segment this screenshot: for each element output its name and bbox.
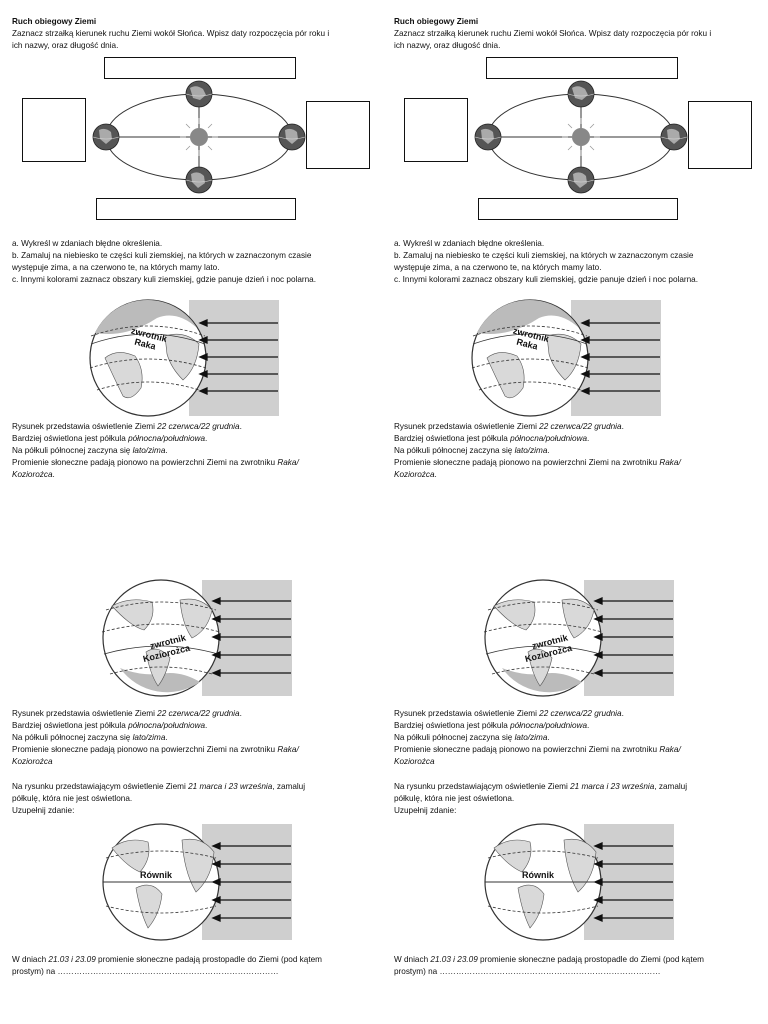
worksheet-copy-right: Ruch obiegowy Ziemi Zaznacz strzałką kie… <box>394 0 764 1024</box>
answer-box-left[interactable] <box>404 98 468 162</box>
earth-top-icon <box>185 80 213 108</box>
worksheet-title: Ruch obiegowy Ziemi <box>394 17 479 26</box>
fig3-line-2: półkulę, która nie jest oświetlona. <box>12 794 133 803</box>
orbit-diagram <box>92 80 306 194</box>
fig1-line-4: Promienie słoneczne padają pionowo na po… <box>12 458 299 467</box>
final-line-2[interactable]: prostym) na ……………………………………………………………………… <box>394 967 661 976</box>
fig2-line-3: Na półkuli północnej zaczyna się lato/zi… <box>394 733 550 742</box>
fig1-line-2: Bardziej oświetlona jest półkula północn… <box>394 434 590 443</box>
task-c: c. Innymi kolorami zaznacz obszary kuli … <box>394 275 698 284</box>
fig2-line-4: Promienie słoneczne padają pionowo na po… <box>12 745 299 754</box>
answer-box-top[interactable] <box>486 57 678 79</box>
answer-box-right[interactable] <box>688 101 752 169</box>
earth-left-icon <box>92 123 120 151</box>
fig1-line-2: Bardziej oświetlona jest półkula północn… <box>12 434 208 443</box>
fig1-line-1: Rysunek przedstawia oświetlenie Ziemi 22… <box>12 422 242 431</box>
earth-right-icon <box>660 123 688 151</box>
fig2-line-5: Koziorożca <box>12 757 53 766</box>
task-b-line-2: występuje zima, a na czerwono te, na któ… <box>394 263 602 272</box>
fig3-line-1: Na rysunku przedstawiającym oświetlenie … <box>394 782 688 791</box>
fig2-line-1: Rysunek przedstawia oświetlenie Ziemi 22… <box>394 709 624 718</box>
fig1-line-3: Na półkuli północnej zaczyna się lato/zi… <box>12 446 168 455</box>
fig1-line-5: Koziorożca. <box>394 470 437 479</box>
fig1-line-1: Rysunek przedstawia oświetlenie Ziemi 22… <box>394 422 624 431</box>
task-a: a. Wykreśl w zdaniach błędne określenia. <box>12 239 163 248</box>
instruction-line-1: Zaznacz strzałką kierunek ruchu Ziemi wo… <box>394 29 712 38</box>
task-a: a. Wykreśl w zdaniach błędne określenia. <box>394 239 545 248</box>
globe-tropic-capricorn: zwrotnik Koziorożca <box>101 579 292 697</box>
task-b-line-2: występuje zima, a na czerwono te, na któ… <box>12 263 220 272</box>
globe-tropic-cancer: zwrotnik Raka <box>471 299 661 417</box>
fig2-line-2: Bardziej oświetlona jest półkula północn… <box>394 721 590 730</box>
final-line-2[interactable]: prostym) na ……………………………………………………………………… <box>12 967 279 976</box>
earth-top-icon <box>567 80 595 108</box>
answer-box-top[interactable] <box>104 57 296 79</box>
fig2-line-3: Na półkuli północnej zaczyna się lato/zi… <box>12 733 168 742</box>
answer-box-bottom[interactable] <box>96 198 296 220</box>
fig2-line-1: Rysunek przedstawia oświetlenie Ziemi 22… <box>12 709 242 718</box>
sun-icon <box>180 118 218 156</box>
answer-box-bottom[interactable] <box>478 198 678 220</box>
fig3-line-1: Na rysunku przedstawiającym oświetlenie … <box>12 782 306 791</box>
fig1-line-4: Promienie słoneczne padają pionowo na po… <box>394 458 681 467</box>
worksheet-title: Ruch obiegowy Ziemi <box>12 17 97 26</box>
fig2-line-5: Koziorożca <box>394 757 435 766</box>
globe-equator: Równik <box>484 823 674 941</box>
final-line-1: W dniach 21.03 i 23.09 promienie słonecz… <box>394 955 704 964</box>
fig2-line-4: Promienie słoneczne padają pionowo na po… <box>394 745 681 754</box>
fig1-line-5: Koziorożca. <box>12 470 55 479</box>
fig3-line-3: Uzupełnij zdanie: <box>394 806 457 815</box>
earth-right-icon <box>278 123 306 151</box>
answer-box-right[interactable] <box>306 101 370 169</box>
answer-box-left[interactable] <box>22 98 86 162</box>
task-c: c. Innymi kolorami zaznacz obszary kuli … <box>12 275 316 284</box>
instruction-line-2: ich nazwy, oraz długość dnia. <box>394 41 501 50</box>
instruction-line-2: ich nazwy, oraz długość dnia. <box>12 41 119 50</box>
fig1-line-3: Na półkuli północnej zaczyna się lato/zi… <box>394 446 550 455</box>
fig3-line-2: półkulę, która nie jest oświetlona. <box>394 794 515 803</box>
fig2-line-2: Bardziej oświetlona jest półkula północn… <box>12 721 208 730</box>
worksheet-copy-left: Ruch obiegowy Ziemi Zaznacz strzałką kie… <box>12 0 382 1024</box>
task-b-line-1: b. Zamaluj na niebiesko te części kuli z… <box>12 251 312 260</box>
earth-bottom-icon <box>185 166 213 194</box>
globe-tropic-cancer: zwrotnik Raka <box>89 299 279 417</box>
final-line-1: W dniach 21.03 i 23.09 promienie słonecz… <box>12 955 322 964</box>
globe-equator: Równik <box>102 823 292 941</box>
earth-bottom-icon <box>567 166 595 194</box>
globe-tropic-capricorn: zwrotnik Koziorożca <box>483 579 674 697</box>
instruction-line-1: Zaznacz strzałką kierunek ruchu Ziemi wo… <box>12 29 330 38</box>
equator-label: Równik <box>522 870 555 880</box>
orbit-diagram <box>474 80 688 194</box>
equator-label: Równik <box>140 870 173 880</box>
fig3-line-3: Uzupełnij zdanie: <box>12 806 75 815</box>
earth-left-icon <box>474 123 502 151</box>
task-b-line-1: b. Zamaluj na niebiesko te części kuli z… <box>394 251 694 260</box>
sun-icon <box>562 118 600 156</box>
